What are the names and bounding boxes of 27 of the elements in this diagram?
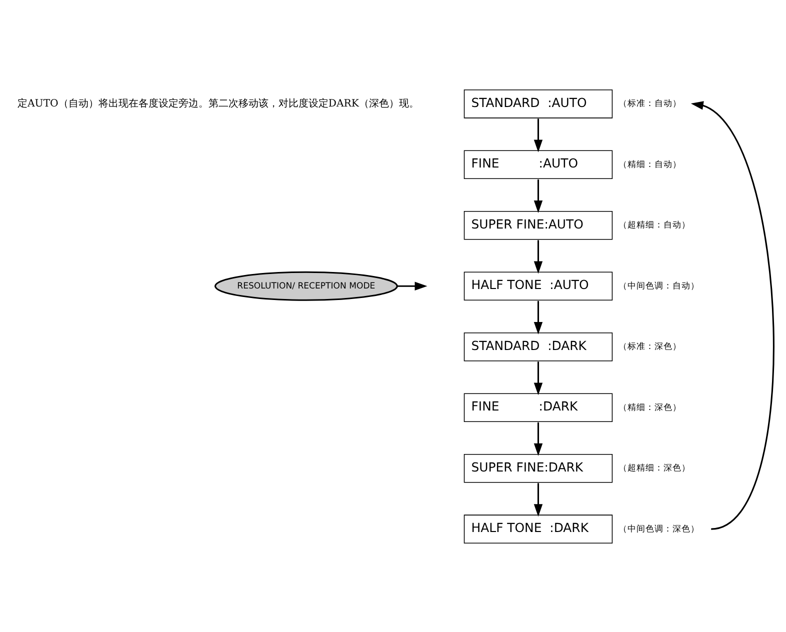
arrow — [534, 118, 543, 152]
arrow — [534, 300, 543, 334]
node-box: FINE :DARK — [464, 392, 613, 422]
node-label: （中间色调：深色） — [618, 524, 700, 534]
node-box: SUPER FINE:AUTO — [464, 210, 613, 240]
arrow — [534, 240, 543, 274]
arrow — [690, 100, 774, 530]
node-box: HALF TONE :DARK — [464, 514, 613, 543]
node-ellipse: RESOLUTION/ RECEPTION MODE — [214, 270, 398, 300]
node-box: SUPER FINE:DARK — [464, 453, 613, 482]
node-label: （标准：深色） — [618, 342, 682, 352]
node-box: STANDARD :AUTO — [464, 89, 613, 118]
arrow — [534, 422, 543, 456]
node-box: STANDARD :DARK — [464, 332, 613, 361]
node-label: （精细：深色） — [618, 402, 682, 412]
arrow — [534, 361, 543, 395]
node-label: （中间色调：自动） — [618, 280, 700, 291]
node-label: （超精细：自动） — [618, 220, 690, 230]
arrow — [534, 178, 543, 212]
arrow — [534, 482, 543, 516]
node-box: HALF TONE :AUTO — [464, 271, 613, 300]
node-box: FINE :AUTO — [464, 150, 613, 179]
label: 定AUTO（自动）将出现在各度设定旁边。第二次移动该，对比度设定DARK（深色）现。 — [17, 98, 419, 110]
node-label: （超精细：深色） — [618, 463, 690, 474]
node-label: （精细：自动） — [618, 159, 682, 170]
arrow — [397, 281, 428, 290]
node-label: （标准：自动） — [618, 98, 682, 109]
